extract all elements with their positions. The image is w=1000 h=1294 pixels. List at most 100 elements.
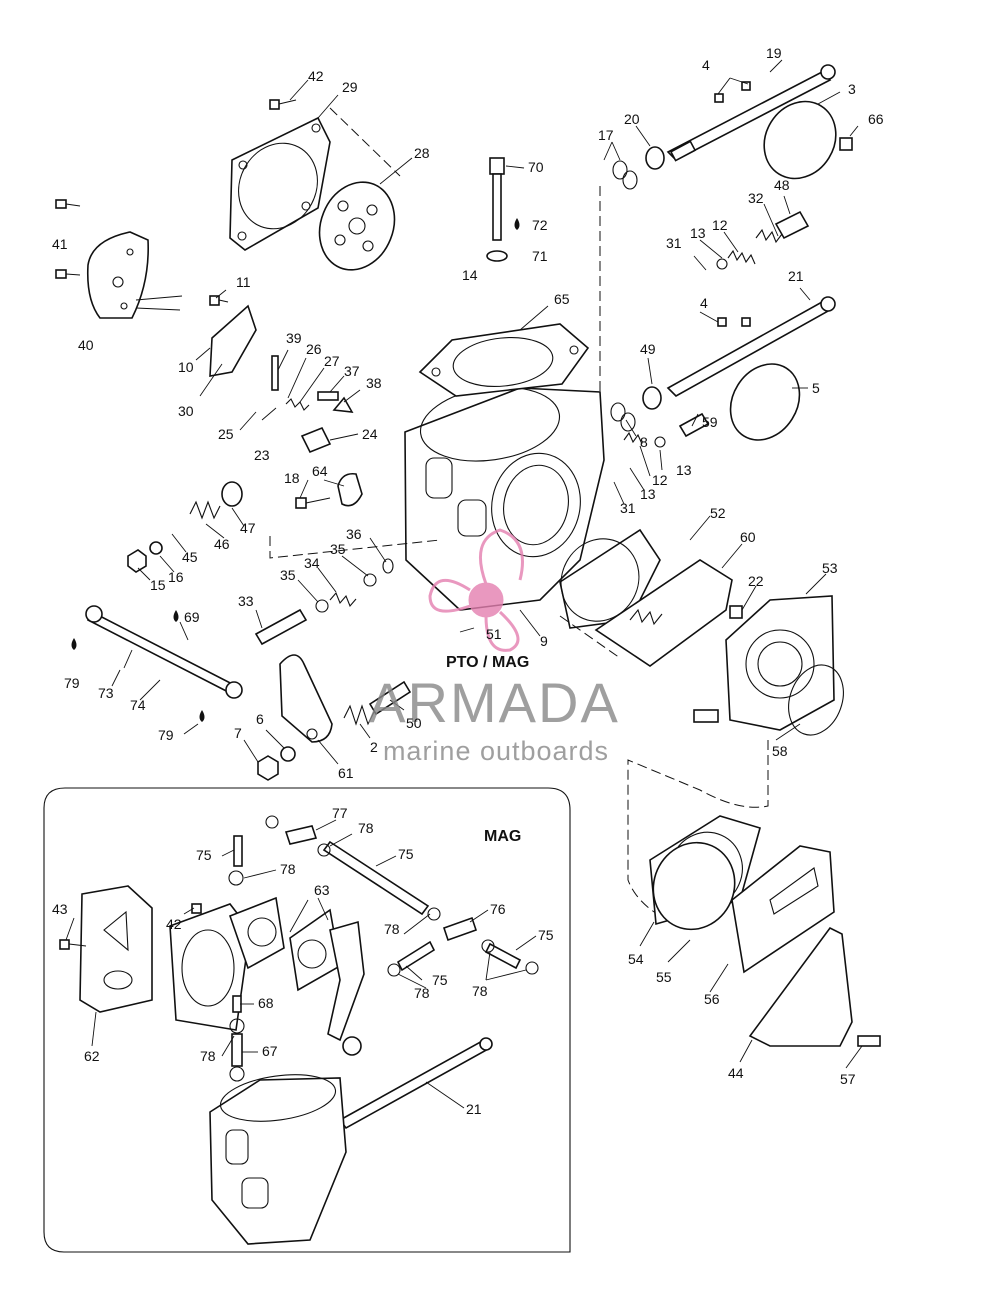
- callout-17: 17: [598, 127, 614, 143]
- mag-nipple-77: [284, 825, 318, 845]
- callout-78-b: 78: [280, 861, 296, 877]
- callout-65: 65: [554, 291, 570, 307]
- callout-29: 29: [342, 79, 358, 95]
- callout-52: 52: [710, 505, 726, 521]
- callout-36: 36: [346, 526, 362, 542]
- oil-drop-79b: [199, 710, 205, 722]
- watermark-brand: ARMADA: [368, 671, 620, 734]
- dashed-line-e: [269, 536, 441, 559]
- gasket-29: [229, 116, 331, 251]
- callout-11: 11: [236, 274, 251, 290]
- callout-25: 25: [218, 426, 234, 442]
- callout-10: 10: [178, 359, 194, 375]
- callout-12: 12: [712, 217, 728, 233]
- mag-inset-frame: [43, 787, 571, 1253]
- callout-79-lower: 79: [158, 727, 174, 743]
- screw-66: [839, 137, 853, 151]
- callout-77: 77: [332, 805, 348, 821]
- callout-27: 27: [324, 353, 340, 369]
- nut-15: [127, 549, 147, 573]
- callout-4: 4: [702, 57, 710, 73]
- throttle-lever-61: [279, 654, 333, 743]
- callout-61: 61: [338, 765, 354, 781]
- callout-9: 9: [540, 633, 548, 649]
- cover-40: [86, 231, 183, 319]
- callout-26: 26: [306, 341, 322, 357]
- callout-31: 31: [666, 235, 682, 251]
- screw-11: [209, 295, 229, 306]
- callout-75: 75: [196, 847, 212, 863]
- spring-12-upper: [727, 249, 756, 265]
- mag-tee-76: [442, 916, 478, 942]
- callout-66: 66: [868, 111, 884, 127]
- spring-46: [189, 500, 221, 520]
- callout-50: 50: [406, 715, 422, 731]
- callout-43: 43: [52, 901, 68, 917]
- watermark-tagline: marine outboards: [383, 736, 609, 766]
- callout-13-mid: 13: [676, 462, 692, 478]
- section-title-mag: MAG: [484, 828, 521, 845]
- callout-46: 46: [214, 536, 230, 552]
- callout-68: 68: [258, 995, 274, 1011]
- callout-51: 51: [486, 626, 502, 642]
- callout-23: 23: [254, 447, 270, 463]
- callout-13-lower: 13: [640, 486, 656, 502]
- dashed-line-b: [559, 615, 621, 659]
- section-title-pto-mag: PTO / MAG: [446, 654, 529, 671]
- callout-35-lower: 35: [280, 567, 296, 583]
- mag-carburetor-body: [209, 1074, 347, 1245]
- callout-34: 34: [304, 555, 320, 571]
- callout-7: 7: [234, 725, 242, 741]
- callout-44: 44: [728, 1065, 744, 1081]
- washer-71: [486, 250, 508, 262]
- armada-watermark: ARMADA marine outboards: [368, 528, 620, 766]
- callout-33: 33: [238, 593, 254, 609]
- leader-lines: [65, 59, 863, 1109]
- callout-48: 48: [774, 177, 790, 193]
- o-ring-35b: [363, 573, 377, 587]
- mag-pin-68: [232, 995, 242, 1013]
- shaft-50: [368, 680, 412, 716]
- oil-drop-79a: [71, 638, 77, 650]
- callout-57: 57: [840, 1071, 856, 1087]
- callout-39: 39: [286, 330, 302, 346]
- screw-22: [729, 605, 743, 619]
- mag-body-63: [228, 896, 341, 992]
- screw-48: [774, 210, 810, 240]
- gasket-65: [418, 323, 590, 397]
- nut-7: [257, 755, 279, 781]
- mag-clips-78: [228, 815, 539, 1082]
- o-ring-13-lower: [654, 436, 666, 448]
- callout-20: 20: [624, 111, 640, 127]
- callout-56: 56: [704, 991, 720, 1007]
- callout-24: 24: [362, 426, 378, 442]
- mag-hose-75-mid: [396, 940, 436, 972]
- callout-4-lower: 4: [700, 295, 708, 311]
- plate-60: [594, 559, 733, 667]
- callout-62: 62: [84, 1048, 100, 1064]
- callout-3: 3: [848, 81, 856, 97]
- throttle-shaft-21: [666, 296, 836, 397]
- throttle-plate-5: [729, 363, 801, 441]
- screw-57: [857, 1035, 881, 1047]
- washer-36: [382, 558, 394, 574]
- screw-59: [678, 412, 710, 438]
- callout-60: 60: [740, 529, 756, 545]
- callout-69: 69: [184, 609, 200, 625]
- callout-15: 15: [150, 577, 166, 593]
- callout-67: 67: [262, 1043, 278, 1059]
- callout-75-right: 75: [538, 927, 554, 943]
- callout-21: 21: [788, 268, 804, 284]
- dashed-line-c: [627, 740, 769, 931]
- callout-21-mag: 21: [466, 1101, 482, 1117]
- bushing-24: [300, 426, 332, 454]
- callout-75-hose: 75: [398, 846, 414, 862]
- callout-6: 6: [256, 711, 264, 727]
- callout-75-mid: 75: [432, 972, 448, 988]
- pin-39: [271, 355, 279, 391]
- callout-38: 38: [366, 375, 382, 391]
- callout-2: 2: [370, 739, 378, 755]
- o-ring-58: [788, 664, 844, 736]
- callout-22: 22: [748, 573, 764, 589]
